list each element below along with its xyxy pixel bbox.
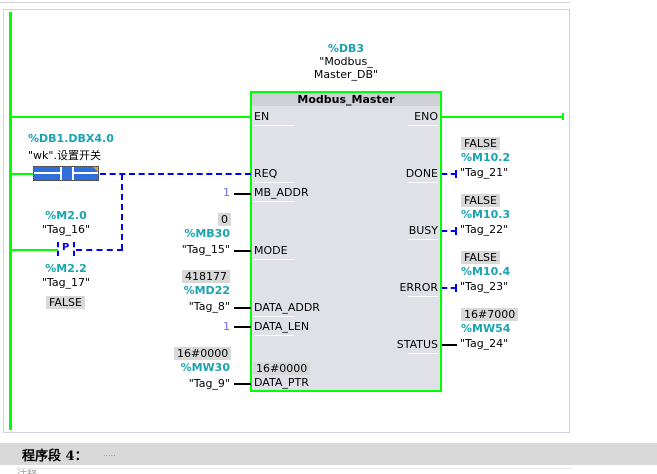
mode-address: %MB30 bbox=[184, 227, 230, 240]
network-4-header[interactable] bbox=[0, 443, 657, 465]
left-power-rail bbox=[9, 12, 12, 430]
network-4-comment[interactable]: 注释 bbox=[17, 466, 37, 474]
data-addr-tag[interactable]: "Tag_8" bbox=[188, 300, 230, 313]
data-ptr-tag[interactable]: "Tag_9" bbox=[188, 377, 230, 390]
req-contact-address: %DB1.DBX4.0 bbox=[28, 132, 114, 145]
done-value: FALSE bbox=[461, 137, 500, 150]
p-edge-address: %M2.2 bbox=[45, 262, 87, 275]
data-ptr-value: 16#0000 bbox=[174, 347, 232, 360]
error-address: %M10.4 bbox=[461, 265, 511, 278]
block-title: Modbus_Master bbox=[252, 93, 440, 106]
error-wire bbox=[442, 287, 456, 289]
busy-terminal bbox=[455, 227, 457, 235]
mb-addr-const[interactable]: 1 bbox=[223, 186, 230, 199]
req-input-wire bbox=[11, 173, 34, 175]
busy-address: %M10.3 bbox=[461, 208, 511, 221]
pin-error[interactable]: ERROR bbox=[380, 281, 438, 297]
req-contact-tag: "wk".设置开关 bbox=[28, 149, 101, 162]
req-wire bbox=[100, 173, 251, 175]
done-address: %M10.2 bbox=[461, 151, 511, 164]
top-divider bbox=[0, 2, 570, 3]
done-terminal bbox=[455, 170, 457, 178]
data-addr-address: %MD22 bbox=[183, 284, 230, 297]
instance-db-name-2: Master_DB" bbox=[313, 68, 379, 81]
data-addr-value: 418177 bbox=[182, 270, 230, 283]
error-value: FALSE bbox=[461, 251, 500, 264]
pin-req[interactable]: REQ bbox=[254, 167, 295, 183]
pin-data-len[interactable]: DATA_LEN bbox=[254, 320, 310, 336]
instance-db-name-1: "Modbus_ bbox=[319, 55, 373, 68]
data-len-const[interactable]: 1 bbox=[223, 320, 230, 333]
busy-value: FALSE bbox=[461, 194, 500, 207]
pin-en[interactable]: EN bbox=[254, 110, 295, 126]
mode-value: 0 bbox=[218, 213, 231, 226]
busy-tag[interactable]: "Tag_22" bbox=[460, 223, 509, 236]
pin-done[interactable]: DONE bbox=[380, 167, 438, 183]
network-frame bbox=[3, 9, 570, 433]
status-address: %MW54 bbox=[461, 322, 511, 335]
p-contact-tag: "Tag_16" bbox=[41, 223, 91, 236]
mb-addr-wire bbox=[234, 193, 251, 195]
p-input-wire bbox=[11, 249, 58, 251]
status-value: 16#7000 bbox=[461, 308, 519, 321]
instance-db-address: %DB3 bbox=[327, 42, 365, 55]
eno-wire-end bbox=[562, 113, 564, 120]
p-output-wire bbox=[76, 249, 123, 251]
network-4-title: 程序段 4： bbox=[22, 449, 88, 464]
pin-busy[interactable]: BUSY bbox=[380, 224, 438, 240]
pin-eno[interactable]: ENO bbox=[380, 110, 438, 126]
data-addr-wire bbox=[234, 307, 251, 309]
error-terminal bbox=[455, 284, 457, 292]
data-ptr-wire bbox=[234, 383, 251, 385]
pin-mode[interactable]: MODE bbox=[254, 244, 294, 260]
pin-status[interactable]: STATUS bbox=[380, 338, 438, 354]
done-wire bbox=[442, 173, 456, 175]
branch-wire-vertical bbox=[121, 174, 123, 250]
comment-divider bbox=[16, 468, 572, 469]
modbus-master-block[interactable] bbox=[250, 91, 442, 392]
p-edge-value: FALSE bbox=[46, 296, 85, 309]
pin-data-ptr[interactable]: DATA_PTR bbox=[254, 376, 309, 389]
normally-open-contact-icon[interactable] bbox=[33, 166, 99, 181]
status-wire bbox=[442, 344, 457, 346]
data-ptr-address: %MW30 bbox=[180, 361, 230, 374]
mode-tag[interactable]: "Tag_15" bbox=[181, 243, 230, 256]
en-wire bbox=[11, 116, 251, 118]
status-tag[interactable]: "Tag_24" bbox=[460, 337, 509, 350]
p-edge-tag: "Tag_17" bbox=[41, 276, 91, 289]
p-contact-address: %M2.0 bbox=[45, 209, 87, 222]
mode-wire bbox=[234, 250, 251, 252]
busy-wire bbox=[442, 230, 456, 232]
network-4-title-placeholder[interactable]: ..... bbox=[103, 449, 116, 458]
data-ptr-inner-value: 16#0000 bbox=[253, 362, 311, 375]
pin-data-addr[interactable]: DATA_ADDR bbox=[254, 301, 320, 317]
done-tag[interactable]: "Tag_21" bbox=[460, 166, 509, 179]
p-contact-label: P bbox=[62, 242, 70, 253]
eno-wire bbox=[441, 116, 564, 118]
pin-mb-addr[interactable]: MB_ADDR bbox=[254, 186, 309, 202]
error-tag[interactable]: "Tag_23" bbox=[460, 280, 509, 293]
data-len-wire bbox=[234, 326, 251, 328]
